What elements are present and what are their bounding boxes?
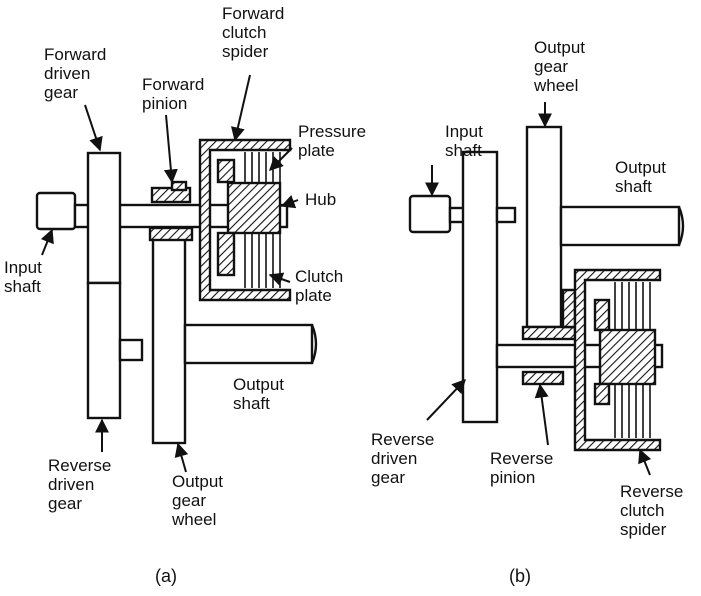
b-reverse-clutch-spider [573, 268, 662, 452]
a-hub [226, 181, 282, 235]
a-forward-driven-gear [86, 151, 122, 285]
label-clutch-plate: Clutch plate [295, 267, 344, 305]
label-output-gear-wheel-b: Output gear wheel [534, 38, 586, 95]
caption-a: (a) [155, 566, 177, 586]
leader-arrows [40, 74, 652, 476]
diagram-a [35, 138, 318, 445]
b-reverse-pinion [521, 325, 577, 341]
caption-b: (b) [509, 566, 531, 586]
b-hub [598, 328, 657, 386]
b-output-gear-wheel [525, 125, 563, 329]
label-reverse-driven-gear-b: Reverse driven gear [371, 430, 435, 487]
label-output-gear-wheel-a: Output gear wheel [172, 472, 224, 529]
diagram-b [408, 125, 685, 452]
label-input-shaft-b: Input shaft [445, 122, 483, 160]
a-reverse-driven-gear [86, 281, 122, 420]
label-reverse-driven-gear-a: Reverse driven gear [48, 456, 112, 513]
label-forward-pinion: Forward pinion [142, 75, 205, 113]
a-output-shaft [183, 323, 314, 365]
a-forward-clutch-spider [198, 138, 292, 302]
a-clutch-plates [244, 152, 281, 288]
b-input-shaft-collar [408, 194, 452, 234]
label-hub: Hub [305, 190, 337, 209]
label-forward-clutch-spider: Forward clutch spider [222, 4, 285, 61]
label-reverse-pinion: Reverse pinion [490, 449, 554, 487]
label-output-shaft-b: Output shaft [615, 158, 667, 196]
a-lower-shaft-stub [118, 338, 144, 362]
a-input-shaft-collar [35, 191, 77, 231]
b-output-shaft [559, 205, 681, 247]
label-reverse-clutch-spider: Reverse clutch spider [620, 482, 684, 539]
label-input-shaft-a: Input shaft [4, 258, 42, 296]
label-output-shaft-a: Output shaft [233, 375, 285, 413]
b-reverse-driven-gear [461, 150, 499, 424]
a-output-gear-wheel [151, 236, 187, 445]
label-pressure-plate: Pressure plate [298, 122, 367, 160]
b-clutch-plates [614, 282, 651, 438]
label-forward-driven-gear: Forward driven gear [44, 45, 107, 102]
